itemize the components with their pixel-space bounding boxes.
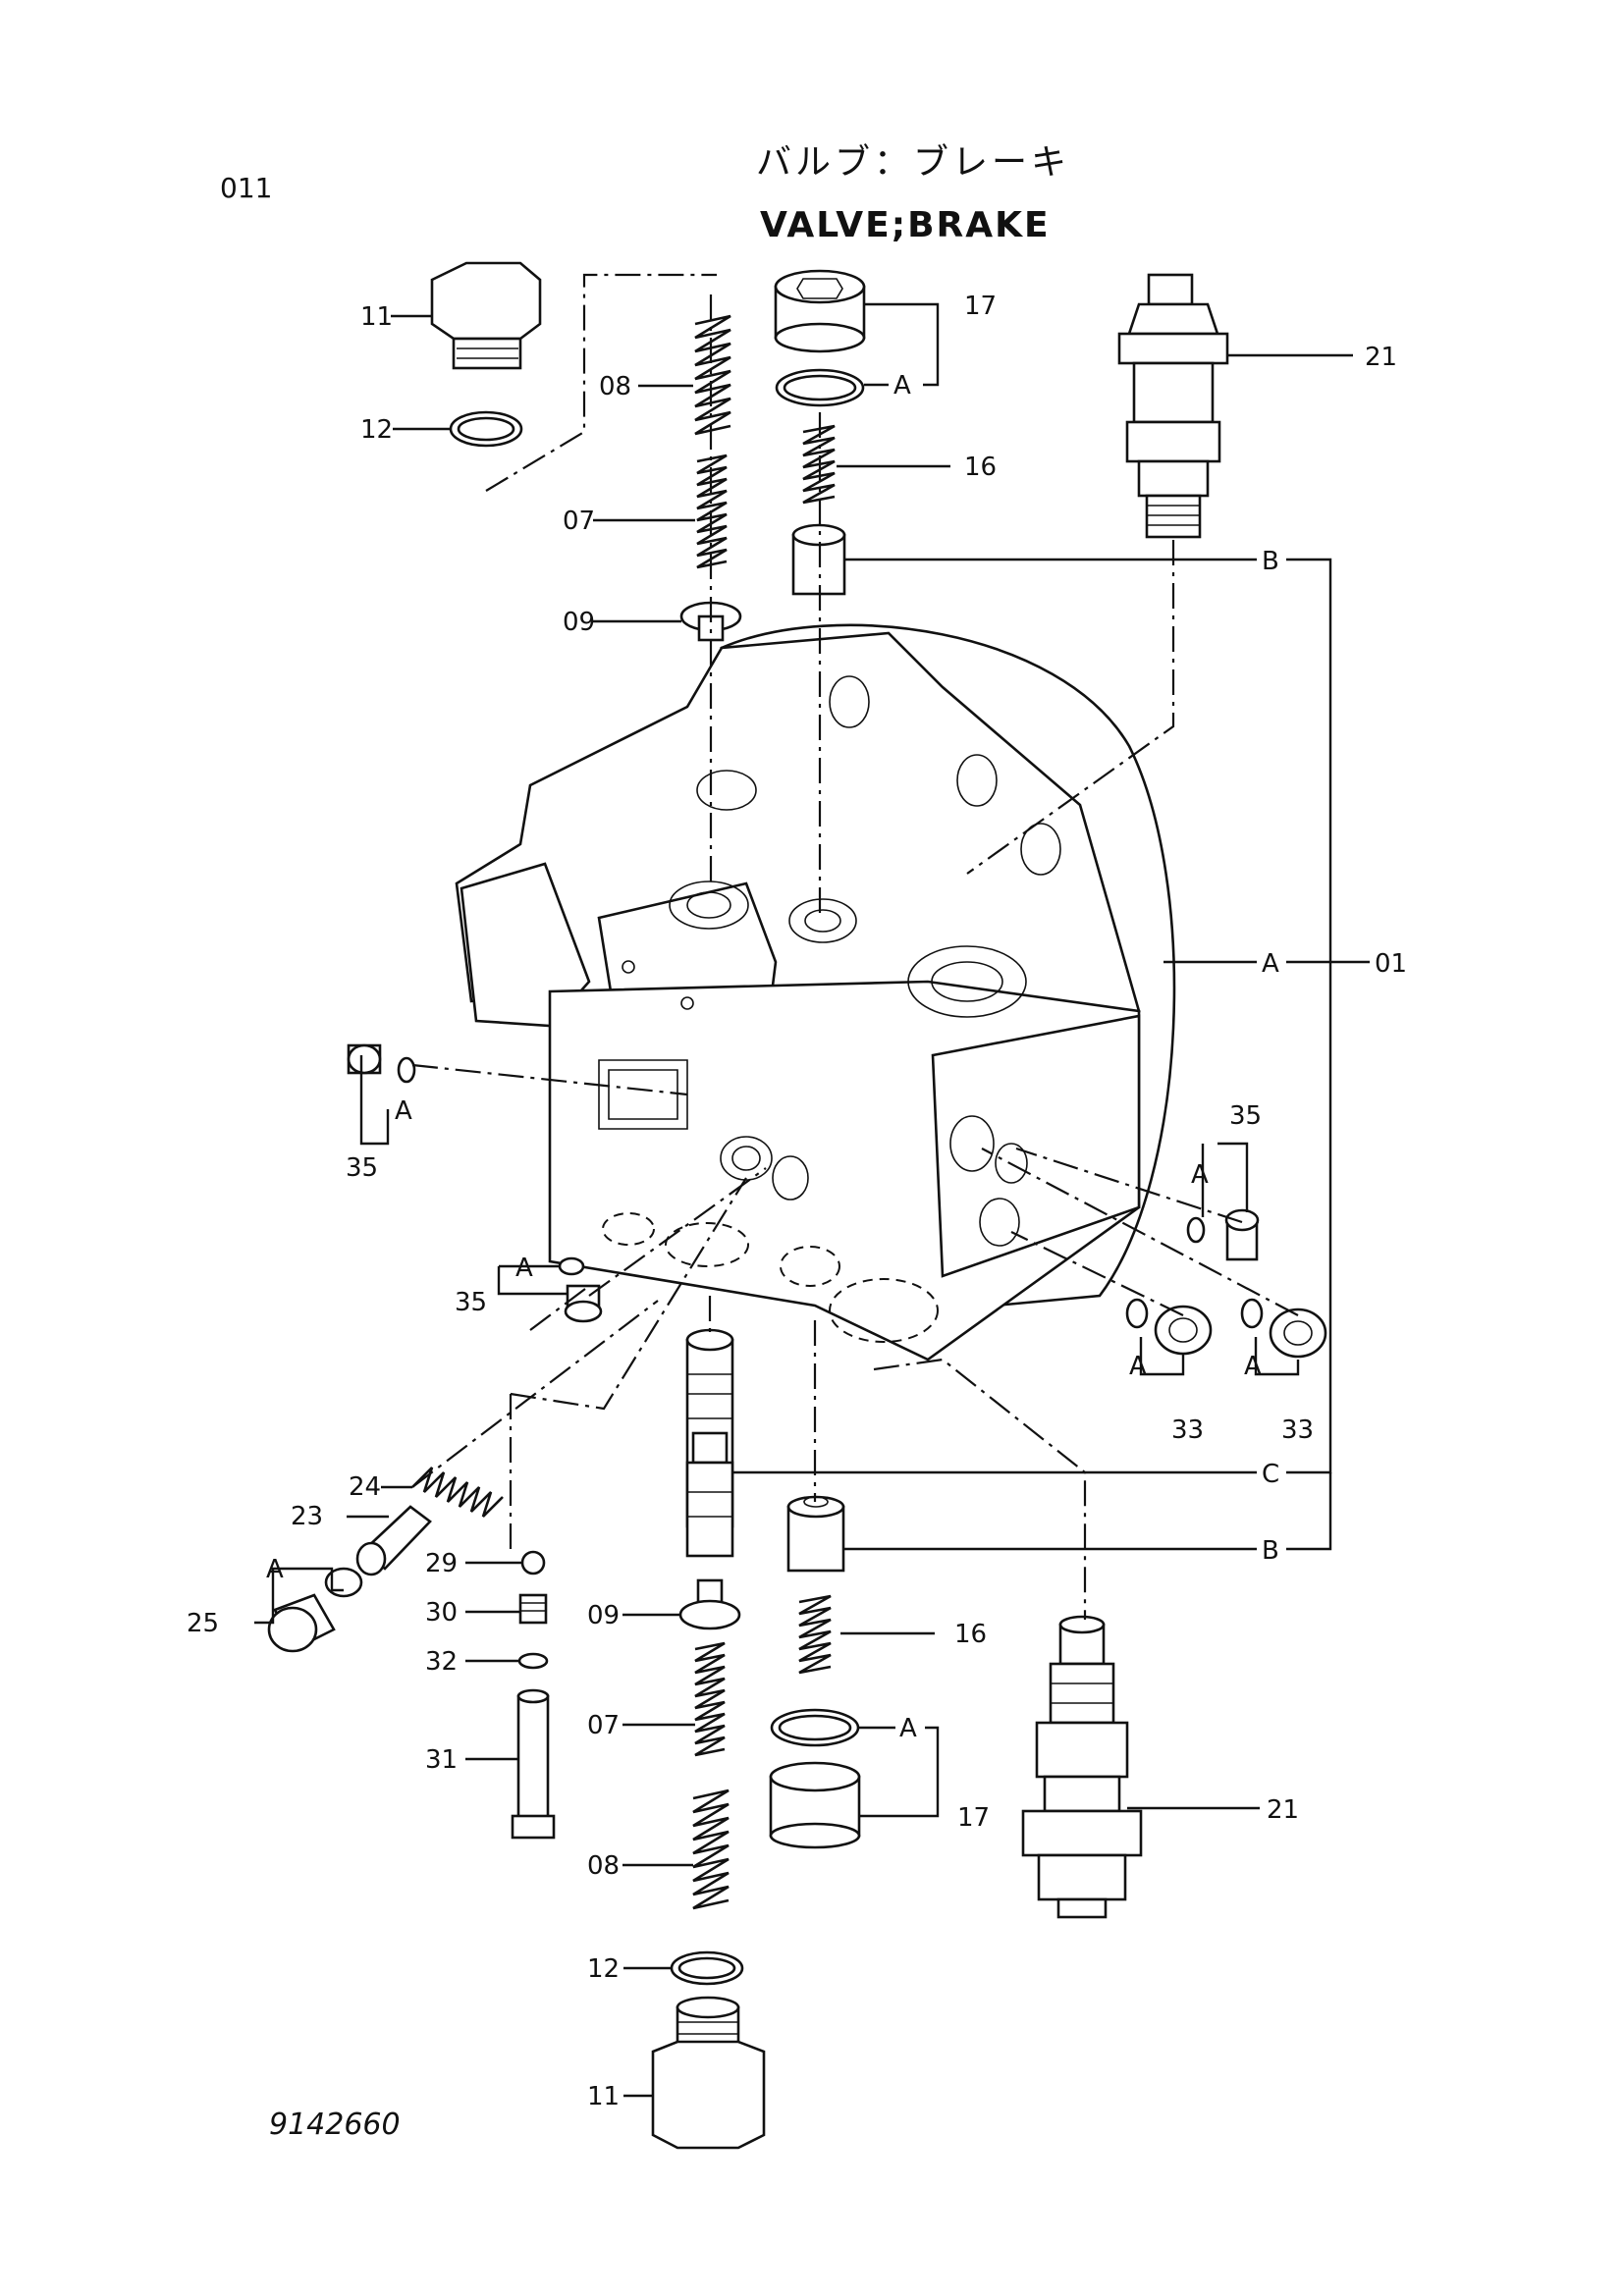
relief-valve-21-top	[1117, 273, 1229, 539]
ref-a-35-left: A	[395, 1096, 412, 1126]
ref-b-bottom: B	[1262, 1536, 1279, 1566]
callout-11-top: 11	[360, 302, 393, 332]
callout-23: 23	[291, 1502, 323, 1531]
page-code: 011	[220, 172, 273, 204]
title-japanese: バルブ：ブレーキ	[756, 142, 1071, 183]
callout-17-top: 17	[964, 292, 997, 321]
o-ring-33b	[1240, 1298, 1264, 1329]
ball-29	[520, 1550, 546, 1575]
piston-b-bottom	[786, 1495, 845, 1573]
callout-25: 25	[187, 1609, 219, 1638]
callout-29: 29	[425, 1549, 458, 1578]
ring-32	[517, 1652, 549, 1670]
spring-08-top	[694, 314, 731, 436]
plug-33b	[1269, 1308, 1327, 1359]
callout-16-top: 16	[964, 453, 997, 482]
callout-08-top: 08	[599, 372, 631, 401]
callout-35-right: 35	[1229, 1101, 1262, 1131]
plug-25	[267, 1593, 336, 1653]
plug-33a	[1154, 1305, 1213, 1356]
ref-a-body: A	[1262, 949, 1279, 979]
callout-33a: 33	[1171, 1415, 1204, 1445]
cap-17-top	[774, 269, 866, 353]
plug-11-top	[430, 261, 542, 370]
callout-01: 01	[1375, 949, 1407, 979]
leader-lines	[254, 302, 1370, 2098]
callout-12-bottom: 12	[587, 1954, 620, 1984]
callout-08-bottom: 08	[587, 1851, 620, 1881]
o-ring-35-right	[1186, 1216, 1206, 1244]
valve-body-01	[455, 623, 1176, 1362]
ref-a-17-top: A	[893, 371, 911, 400]
o-ring-35-mid	[558, 1256, 585, 1276]
o-ring-33a	[1125, 1298, 1149, 1329]
callout-33b: 33	[1281, 1415, 1314, 1445]
callout-17-bottom: 17	[957, 1803, 990, 1833]
spool-c	[685, 1328, 734, 1558]
callout-09-bottom: 09	[587, 1601, 620, 1630]
callout-35-mid: 35	[455, 1288, 487, 1317]
ref-a-35-right: A	[1191, 1160, 1209, 1190]
ref-a-17-bottom: A	[899, 1714, 917, 1743]
spring-16-bottom	[798, 1594, 832, 1675]
ref-a-25: A	[266, 1555, 284, 1584]
plug-35-left	[347, 1043, 382, 1075]
callout-31: 31	[425, 1745, 458, 1775]
ref-a-33a: A	[1129, 1352, 1147, 1381]
o-ring-17-bottom-inner	[778, 1714, 852, 1741]
o-ring-12-bottom-inner	[677, 1956, 736, 1980]
spring-07-bottom	[694, 1641, 726, 1757]
callout-24: 24	[349, 1472, 381, 1502]
callout-12-top: 12	[360, 415, 393, 445]
relief-valve-21-bottom	[1021, 1615, 1143, 1919]
drawing-number: 9142660	[269, 2108, 401, 2142]
callout-21-bottom: 21	[1267, 1795, 1299, 1825]
o-ring-12-top-inner	[457, 416, 515, 442]
seat-09-bottom	[678, 1578, 741, 1630]
title-english: VALVE;BRAKE	[760, 205, 1051, 245]
ref-b-top: B	[1262, 547, 1279, 576]
callout-09-top: 09	[563, 608, 595, 637]
plug-35-right	[1224, 1208, 1260, 1261]
callout-35-left: 35	[346, 1153, 378, 1183]
ref-a-35-mid: A	[515, 1254, 533, 1283]
callout-32: 32	[425, 1647, 458, 1677]
pin-31	[511, 1688, 556, 1840]
callout-21-top: 21	[1365, 343, 1397, 372]
spring-24	[411, 1467, 504, 1518]
plug-11-bottom	[651, 1996, 766, 2150]
callout-30: 30	[425, 1598, 458, 1628]
callout-07-bottom: 07	[587, 1711, 620, 1740]
ref-a-33b: A	[1244, 1352, 1262, 1381]
ref-c: C	[1262, 1460, 1279, 1489]
o-ring-35-left	[397, 1056, 416, 1084]
callout-16-bottom: 16	[954, 1620, 987, 1649]
o-ring-17-top-inner	[783, 374, 857, 401]
callout-labels: 11 12 08 07 09 17 A 16 21 B A 01 A 35 35…	[187, 292, 1407, 2111]
poppet-23	[355, 1505, 432, 1576]
center-lines	[411, 273, 1299, 1620]
callout-07-top: 07	[563, 507, 595, 536]
plug-30	[518, 1593, 548, 1625]
cap-17-bottom	[769, 1761, 861, 1849]
spring-08-bottom	[692, 1789, 730, 1910]
callout-11-bottom: 11	[587, 2082, 620, 2111]
